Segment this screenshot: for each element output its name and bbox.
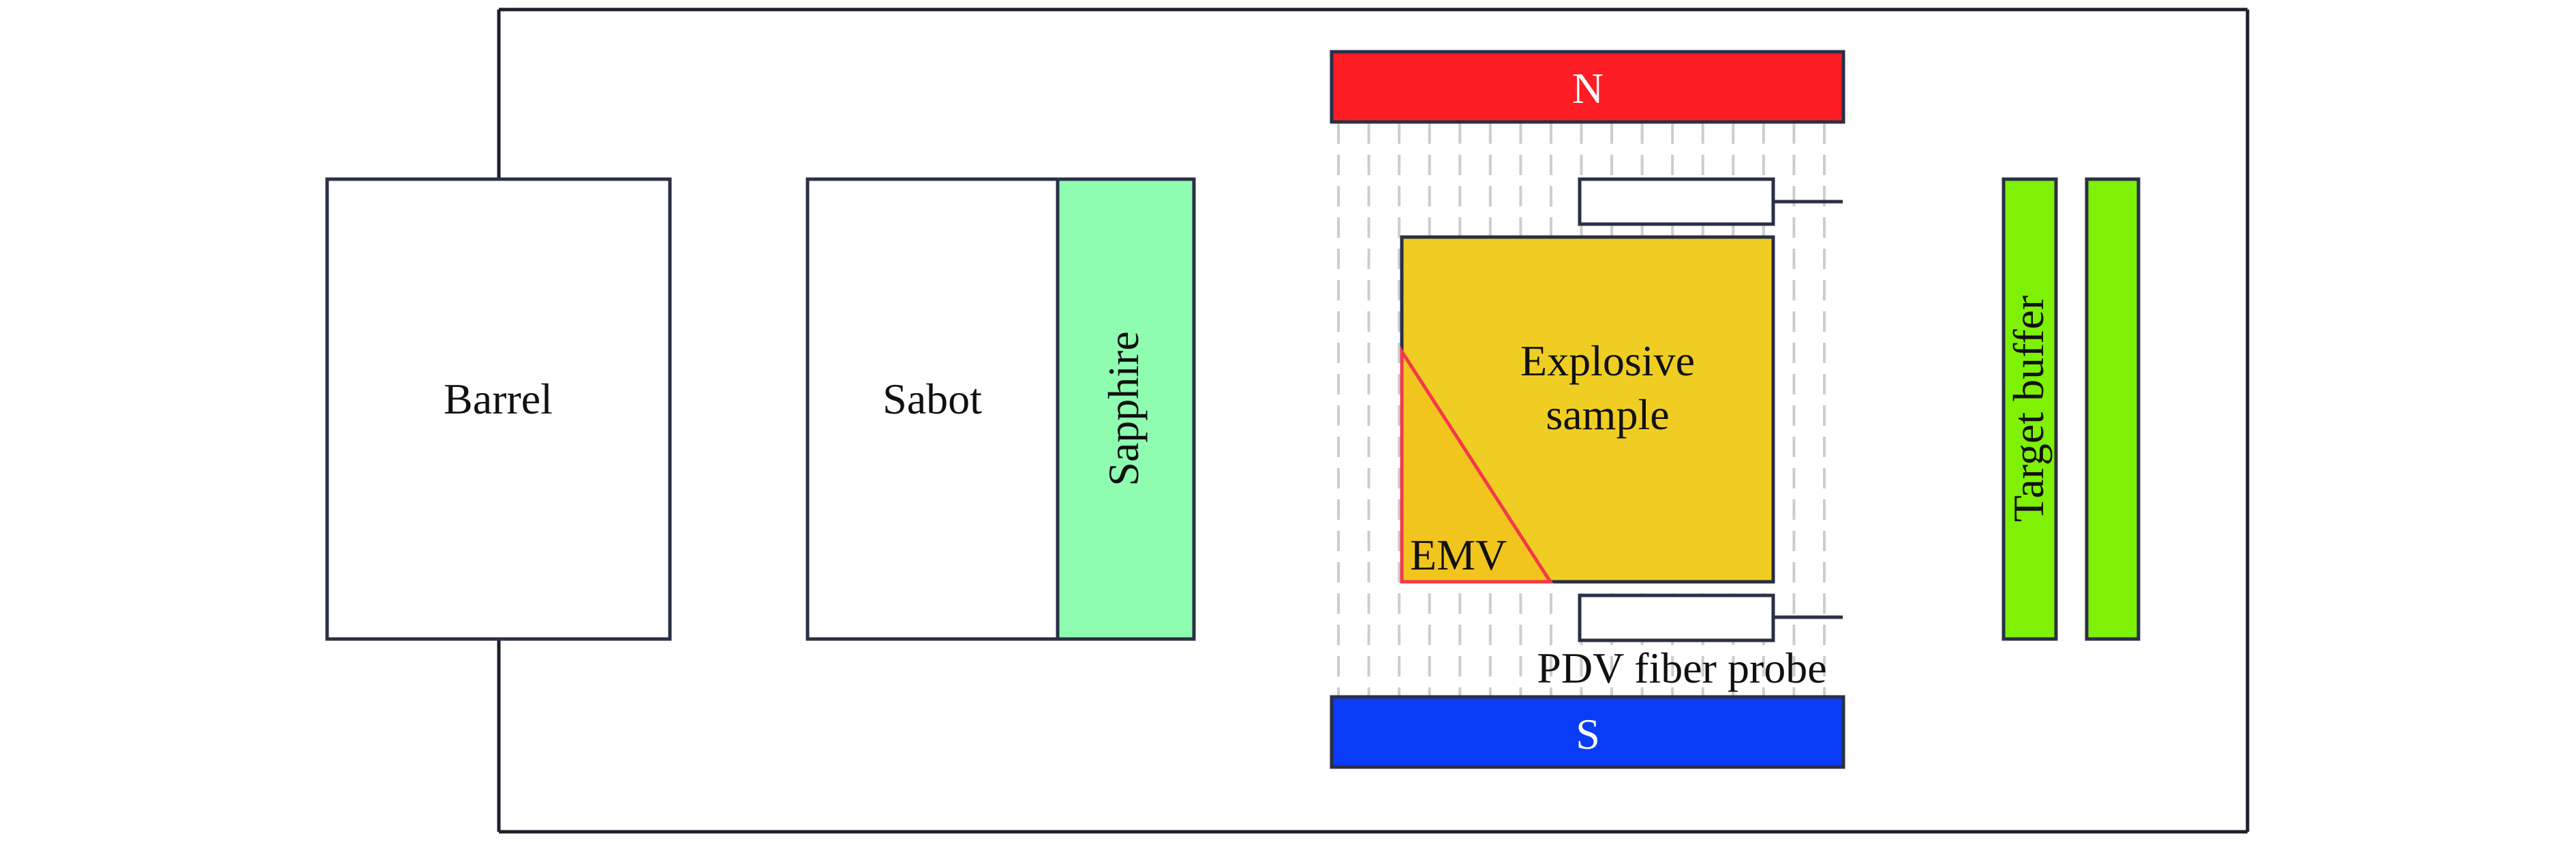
emv-gauge <box>1400 345 1554 584</box>
target-buffer-box <box>2002 177 2058 641</box>
explosive-sample-label-line1: Explosive <box>1520 337 1695 385</box>
sapphire-label: Sapphire <box>1099 331 1148 486</box>
sabot-box <box>806 177 1060 641</box>
target-buffer-second-box <box>2085 177 2141 641</box>
sapphire: Sapphire <box>1056 177 1196 641</box>
pdv-probe-upper-body <box>1578 177 1775 226</box>
target-buffer: Target buffer <box>2002 177 2058 641</box>
target-buffer-second <box>2085 177 2141 641</box>
target-buffer-label: Target buffer <box>2004 296 2053 523</box>
explosive-sample: EMV Explosive sample <box>1400 235 1775 584</box>
magnet-south-label: S <box>1576 710 1600 758</box>
sabot-label: Sabot <box>883 375 982 423</box>
magnet-south: S <box>1330 695 1845 769</box>
sapphire-box <box>1056 177 1196 641</box>
barrel-label: Barrel <box>444 375 553 423</box>
sabot: Sabot <box>806 177 1060 641</box>
barrel-box <box>325 177 672 641</box>
pdv-probe-label: PDV fiber probe <box>1537 644 1826 692</box>
magnet-north-box <box>1330 50 1845 124</box>
explosive-sample-label-line2: sample <box>1546 390 1669 439</box>
magnet-north: N <box>1330 50 1845 124</box>
magnet-north-label: N <box>1572 64 1604 112</box>
outer-frame <box>497 7 2250 834</box>
magnet-south-box <box>1330 695 1845 769</box>
pdv-probe-lower: PDV fiber probe <box>1537 593 1843 692</box>
pdv-probe-upper <box>1578 177 1843 226</box>
pdv-probe-lower-body <box>1578 593 1775 642</box>
barrel: Barrel <box>325 177 672 641</box>
emv-label: EMV <box>1410 531 1507 579</box>
